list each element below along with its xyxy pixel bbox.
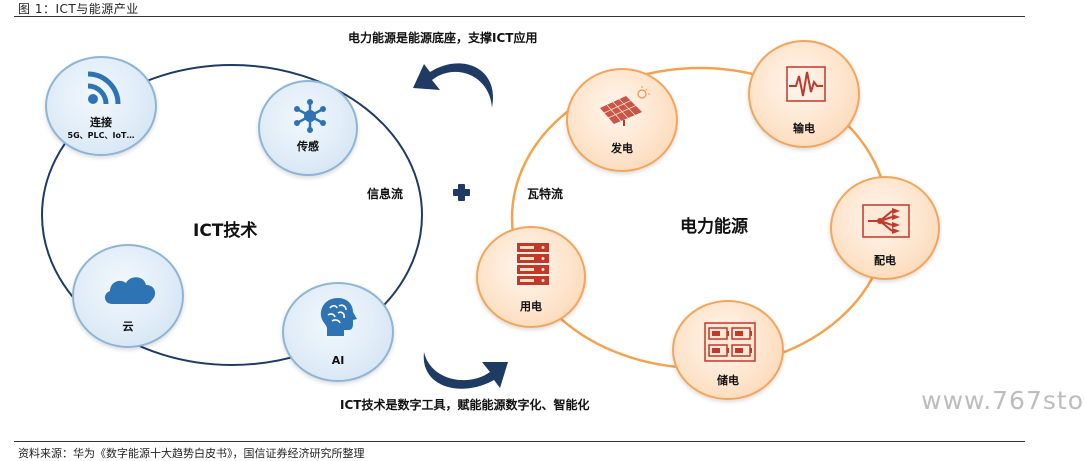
- bottom-caption: ICT技术是数字工具，赋能能源数字化、智能化: [340, 398, 590, 412]
- figure-title: 图 1：ICT与能源产业: [18, 2, 139, 16]
- server-rack-icon: [517, 243, 549, 285]
- node-generation: 发电: [566, 68, 678, 172]
- node-distribution-label: 配电: [874, 254, 896, 267]
- node-cloud: 云: [72, 244, 184, 348]
- distribution-icon: [862, 204, 910, 238]
- bottom-rule: [14, 441, 1025, 442]
- node-sensing: 传感: [258, 80, 358, 176]
- node-ai-label: AI: [331, 354, 345, 367]
- cloud-icon: [104, 277, 156, 304]
- battery-icon: [704, 322, 756, 362]
- node-consumption: 用电: [476, 226, 586, 328]
- node-transmission-label: 输电: [793, 122, 815, 135]
- node-transmission: 输电: [748, 40, 860, 148]
- plus-icon: [453, 184, 470, 201]
- top-curved-arrow: [413, 63, 494, 108]
- top-rule: [14, 16, 1025, 17]
- info-flow-label: 信息流: [367, 187, 404, 201]
- solar-panel-icon: [600, 86, 650, 126]
- watermark: www.767sto: [921, 386, 1084, 415]
- node-generation-label: 发电: [611, 142, 633, 155]
- waveform-icon: [786, 66, 826, 102]
- node-ai: AI: [282, 282, 394, 382]
- source-note: 资料来源：华为《数字能源十大趋势白皮书》，国信证券经济研究所整理: [18, 447, 365, 460]
- node-sensing-label: 传感: [297, 140, 319, 153]
- ict-ring: [41, 64, 423, 366]
- brain-head-icon: [320, 298, 357, 336]
- node-cloud-label: 云: [122, 320, 134, 333]
- top-caption: 电力能源是能源底座，支撑ICT应用: [348, 31, 538, 45]
- node-consumption-label: 用电: [520, 300, 542, 313]
- node-connect-label: 连接: [90, 116, 112, 129]
- node-distribution: 配电: [830, 176, 940, 280]
- node-storage-label: 储电: [717, 374, 739, 387]
- network-hub-icon: [294, 99, 326, 133]
- node-storage: 储电: [672, 300, 784, 400]
- energy-group-label: 电力能源: [680, 217, 748, 237]
- wifi-icon: [87, 71, 121, 105]
- bottom-curved-arrow: [423, 352, 508, 389]
- node-connect: 连接 5G、PLC、IoT…: [45, 56, 157, 156]
- ict-group-label: ICT技术: [193, 221, 258, 241]
- watt-flow-label: 瓦特流: [527, 187, 564, 201]
- node-connect-sub: 5G、PLC、IoT…: [67, 131, 135, 140]
